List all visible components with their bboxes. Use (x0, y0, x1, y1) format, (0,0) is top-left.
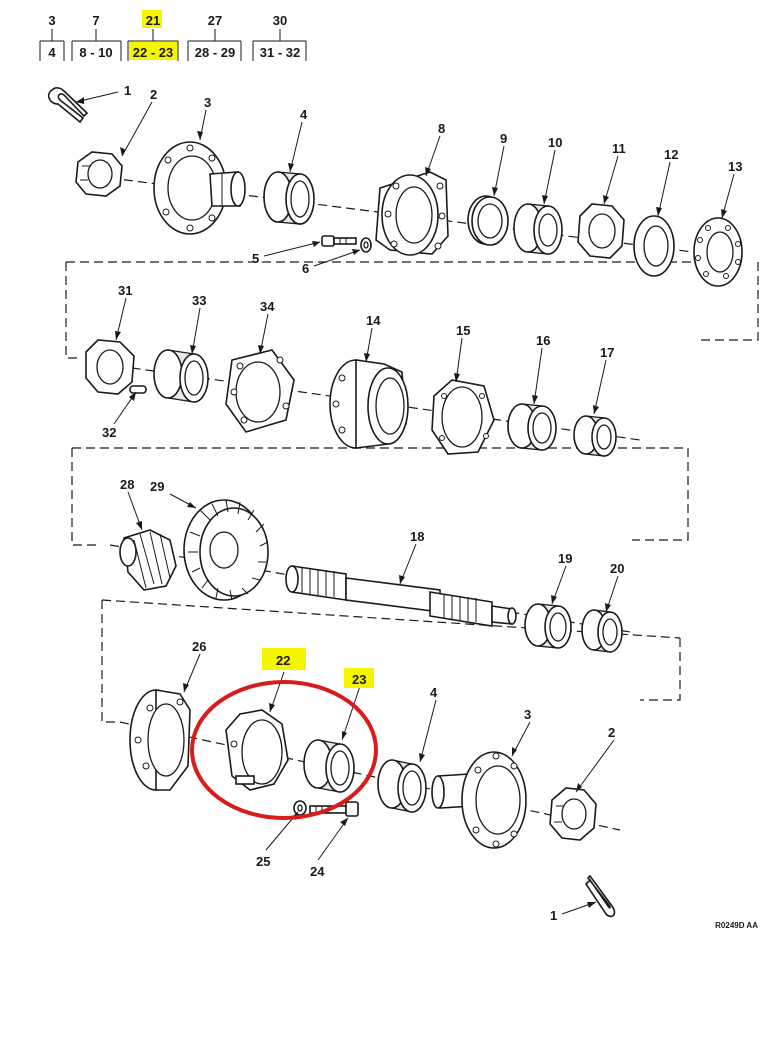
bearing-cup-part (507, 403, 557, 451)
flange-yoke-part (153, 141, 246, 235)
callout-label: 3 (204, 95, 211, 110)
header-ref-range: 31 - 32 (260, 45, 300, 60)
callout-highlights (262, 648, 374, 688)
bevel-gear-part (183, 499, 269, 601)
callout-label: 17 (600, 345, 614, 360)
callout-label: 20 (610, 561, 624, 576)
bearing-cup-part (263, 171, 315, 225)
washer-part (293, 800, 307, 816)
row-1-parts (47, 87, 743, 287)
header-ref-index: 3 4 7 8 - 10 21 22 - 23 27 28 - 29 30 31… (39, 10, 307, 61)
callout-label: 33 (192, 293, 206, 308)
callout-label: 15 (456, 323, 470, 338)
callout-label: 26 (192, 639, 206, 654)
figure-ref-code: R0249D AA (715, 921, 758, 930)
callout-label: 12 (664, 147, 678, 162)
row-4-parts (119, 689, 621, 918)
callout-label: 2 (608, 725, 615, 740)
bearing-cup-part (377, 759, 427, 813)
callout-label: 6 (302, 261, 309, 276)
callout-label: 32 (102, 425, 116, 440)
row-3-parts (109, 499, 631, 653)
castle-nut-part (549, 787, 597, 841)
nut-part (85, 339, 135, 395)
assembly-connector-lines (65, 261, 759, 723)
header-ref-range: 28 - 29 (195, 45, 235, 60)
callout-label: 4 (300, 107, 308, 122)
flange-yoke-part (431, 751, 527, 849)
header-ref-num: 21 (146, 13, 160, 28)
bearing-housing-part (375, 171, 449, 256)
bearing-cone-part (524, 603, 572, 649)
bearing-cone-part (573, 415, 617, 457)
gasket-part (225, 349, 295, 433)
callout-label: 16 (536, 333, 550, 348)
callout-label: 1 (124, 83, 131, 98)
callout-label: 8 (438, 121, 445, 136)
callout-label: 11 (612, 141, 626, 156)
shim-part (431, 379, 495, 455)
bearing-retainer-part (225, 709, 289, 791)
callout-label: 10 (548, 135, 562, 150)
bearing-cage-part (329, 359, 409, 449)
highlight-circle (190, 680, 378, 820)
bearing-cup-part (303, 739, 355, 793)
washer-part (360, 237, 372, 253)
callout-label: 5 (252, 251, 259, 266)
callout-label: 3 (524, 707, 531, 722)
header-ref-num: 27 (208, 13, 222, 28)
header-ref-range: 8 - 10 (79, 45, 112, 60)
pinion-gear-part (119, 529, 177, 591)
bearing-cup-part (581, 609, 623, 653)
gasket-part (129, 689, 191, 791)
callout-label: 28 (120, 477, 134, 492)
callout-label: 1 (550, 908, 557, 923)
cotter-pin-part (47, 87, 89, 124)
header-ref-range: 22 - 23 (133, 45, 173, 60)
callout-label-highlighted: 23 (352, 672, 366, 687)
lock-washer-part (633, 215, 675, 277)
bearing-cone-part (513, 203, 563, 255)
callout-label: 19 (558, 551, 572, 566)
callout-label: 34 (260, 299, 275, 314)
callout-labels: 1 2 3 4 5 6 8 9 10 11 12 13 14 15 16 17 … (102, 83, 742, 923)
header-ref-num: 7 (92, 13, 99, 28)
cotter-pin-part (584, 874, 616, 918)
header-ref-num: 3 (48, 13, 55, 28)
spacer-part (153, 349, 209, 403)
input-shaft-part (285, 565, 517, 627)
callout-label: 13 (728, 159, 742, 174)
pin-part (129, 385, 147, 394)
callout-label: 25 (256, 854, 270, 869)
callout-label-highlighted: 22 (276, 653, 290, 668)
callout-label: 4 (430, 685, 438, 700)
row-2-parts (85, 339, 641, 457)
oil-seal-part (467, 195, 509, 246)
header-ref-range: 4 (48, 45, 56, 60)
callout-label: 9 (500, 131, 507, 146)
callout-label: 24 (310, 864, 325, 879)
thrust-washer-part (693, 217, 743, 287)
callout-label: 29 (150, 479, 164, 494)
nut-part (577, 203, 625, 259)
callout-label: 31 (118, 283, 132, 298)
header-ref-num: 30 (273, 13, 287, 28)
bolt-part (321, 235, 357, 247)
callout-label: 18 (410, 529, 424, 544)
callout-label: 14 (366, 313, 381, 328)
callout-label: 2 (150, 87, 157, 102)
callout-leader-lines (75, 91, 735, 915)
castle-nut-part (75, 151, 123, 197)
